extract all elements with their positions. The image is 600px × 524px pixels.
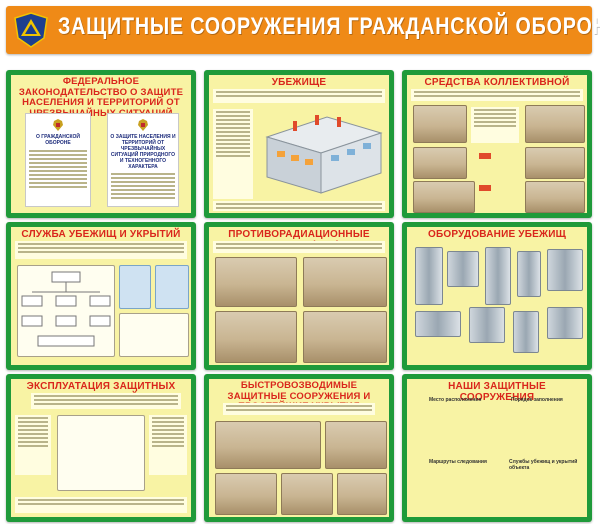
panel-shelter: УБЕЖИЩЕ [209, 75, 389, 213]
our-label-filling-order: Порядок заполнения [511, 397, 563, 403]
panel-operation: ЭКСПЛУАТАЦИЯ ЗАЩИТНЫХ СООРУЖЕНИЙ [11, 379, 191, 517]
panel-radiation-shelters: ПРОТИВОРАДИАЦИОННЫЕ УКРЫТИЯ (ПРУ) [209, 227, 389, 365]
service-person-image [119, 265, 151, 309]
doc-title-emergency: О ЗАЩИТЕ НАСЕЛЕНИЯ И ТЕРРИТОРИЙ ОТ ЧРЕЗВ… [110, 134, 176, 170]
pru-room-image-1 [215, 257, 297, 307]
covered-trench-image [281, 473, 333, 515]
coat-of-arms-icon [53, 119, 63, 131]
page-title: ЗАЩИТНЫЕ СООРУЖЕНИЯ ГРАЖДАНСКОЙ ОБОРОНЫ [58, 13, 600, 40]
board-shelter: УБЕЖИЩЕ [204, 70, 394, 218]
service-operator-image [155, 265, 189, 309]
tank-image [517, 251, 541, 297]
panel-shelter-service-title: СЛУЖБА УБЕЖИЩ И УКРЫТИЙ [21, 229, 181, 240]
dugout-image [325, 421, 387, 469]
operation-floor-plan [57, 415, 145, 491]
board-radiation-shelters: ПРОТИВОРАДИАЦИОННЫЕ УКРЫТИЯ (ПРУ) [204, 222, 394, 370]
law-document-civil-defense: О ГРАЖДАНСКОЙ ОБОРОНЕ [25, 113, 91, 207]
operation-list-right [149, 415, 187, 475]
board-shelter-equipment: ОБОРУДОВАНИЕ УБЕЖИЩ [402, 222, 592, 370]
shelter-interior-image [413, 105, 467, 143]
shelter-room-image [413, 147, 467, 179]
panel-legislation: ФЕДЕРАЛЬНОЕ ЗАКОНОДАТЕЛЬСТВО О ЗАЩИТЕ НА… [11, 75, 191, 213]
board-legislation: ФЕДЕРАЛЬНОЕ ЗАКОНОДАТЕЛЬСТВО О ЗАЩИТЕ НА… [6, 70, 196, 218]
panel-collective-protection: СРЕДСТВА КОЛЛЕКТИВНОЙ ЗАЩИТЫ [407, 75, 587, 213]
pump-image [513, 311, 539, 353]
quick-shelters-text [223, 403, 375, 415]
operation-list-left [15, 415, 51, 475]
ventilation-unit-image [447, 251, 479, 287]
service-floor-plan [119, 313, 189, 357]
law-document-emergency: О ЗАЩИТЕ НАСЕЛЕНИЯ И ТЕРРИТОРИЙ ОТ ЧРЕЗВ… [107, 113, 179, 207]
air-filter-unit-image [415, 247, 443, 305]
panel-shelter-equipment: ОБОРУДОВАНИЕ УБЕЖИЩ [407, 227, 587, 365]
collective-protection-text [411, 89, 583, 101]
panel-our-shelters: НАШИ ЗАЩИТНЫЕ СООРУЖЕНИЯ Место расположе… [407, 379, 587, 517]
panel-legislation-title: ФЕДЕРАЛЬНОЕ ЗАКОНОДАТЕЛЬСТВО О ЗАЩИТЕ НА… [18, 76, 184, 119]
shelter-entrance-image [525, 105, 585, 143]
panel-quick-shelters: БЫСТРОВОЗВОДИМЫЕ ЗАЩИТНЫЕ СООРУЖЕНИЯ И П… [209, 379, 389, 517]
panel-shelter-title: УБЕЖИЩЕ [271, 77, 327, 88]
valve-image [547, 249, 583, 291]
shelter-description-text [213, 89, 385, 103]
basement-shelter-image [413, 181, 475, 213]
doc-title-civil-defense: О ГРАЖДАНСКОЙ ОБОРОНЕ [35, 134, 81, 146]
shelter-corridor-image [525, 147, 585, 179]
shelter-cutaway-illustration [265, 115, 383, 194]
operation-footer-text [15, 497, 187, 513]
panel-our-shelters-title: НАШИ ЗАЩИТНЫЕ СООРУЖЕНИЯ [448, 381, 546, 403]
org-chart-diagram [21, 271, 111, 347]
board-quick-shelters: БЫСТРОВОЗВОДИМЫЕ ЗАЩИТНЫЕ СООРУЖЕНИЯ И П… [204, 374, 394, 522]
page-header: ЗАЩИТНЫЕ СООРУЖЕНИЯ ГРАЖДАНСКОЙ ОБОРОНЫ [6, 6, 600, 54]
pru-room-image-3 [215, 311, 297, 363]
generator-image [469, 307, 505, 343]
diesel-unit-image [547, 307, 583, 339]
panel-shelter-service: СЛУЖБА УБЕЖИЩ И УКРЫТИЙ [11, 227, 191, 365]
our-label-location: Место расположения [429, 397, 482, 403]
slit-trench-image [215, 473, 277, 515]
board-shelter-service: СЛУЖБА УБЕЖИЩ И УКРЫТИЙ [6, 222, 196, 370]
pru-room-image-4 [303, 311, 387, 363]
board-our-shelters: НАШИ ЗАЩИТНЫЕ СООРУЖЕНИЯ Место расположе… [402, 374, 592, 522]
filter-column-image [485, 247, 511, 305]
shelter-service-text [15, 241, 187, 259]
board-collective-protection: СРЕДСТВА КОЛЛЕКТИВНОЙ ЗАЩИТЫ [402, 70, 592, 218]
shelter-legend-text [213, 109, 253, 199]
our-label-services: Службы убежищ и укрытий объекта [509, 459, 578, 471]
trench-cutaway-image [215, 421, 321, 469]
coat-of-arms-icon [138, 119, 148, 131]
service-org-chart [17, 265, 115, 357]
excavator-image [337, 473, 387, 515]
shelter-footer-table [213, 201, 385, 211]
panel-shelter-equipment-title: ОБОРУДОВАНИЕ УБЕЖИЩ [428, 229, 566, 240]
classification-box [471, 107, 519, 143]
pipe-unit-image [415, 311, 461, 337]
trench-shelter-image [525, 181, 585, 213]
civil-defense-emblem-icon [14, 12, 48, 48]
board-operation: ЭКСПЛУАТАЦИЯ ЗАЩИТНЫХ СООРУЖЕНИЙ [6, 374, 196, 522]
operation-text [31, 393, 181, 409]
radiation-shelters-text [213, 241, 385, 253]
pru-room-image-2 [303, 257, 387, 307]
our-label-routes: Маршруты следования [429, 459, 487, 465]
